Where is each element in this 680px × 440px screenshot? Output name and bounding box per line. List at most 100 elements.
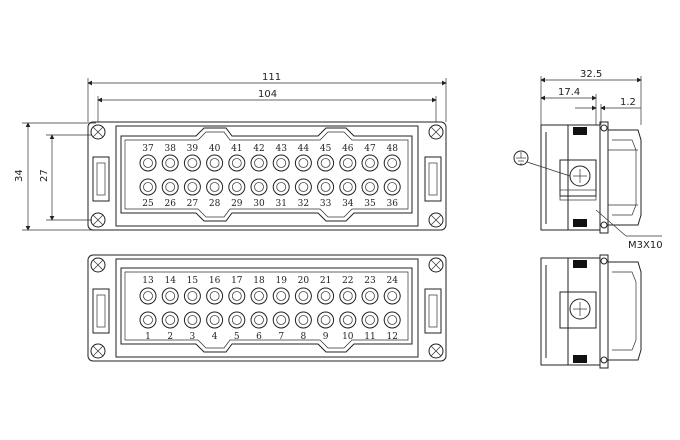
- contact-pin: [206, 178, 224, 196]
- pin-number-label: 15: [187, 276, 199, 286]
- inner-width-label: 104: [258, 89, 277, 100]
- contact-pin: [383, 178, 401, 196]
- pin-number-label: 46: [342, 144, 354, 154]
- dimension-side-depth: 32.5: [540, 69, 642, 125]
- contact-pin: [250, 287, 268, 305]
- screw-spec-label: M3X10: [628, 240, 663, 251]
- contact-pin: [294, 311, 312, 329]
- pin-number-label: 22: [342, 276, 353, 286]
- pin-number-label: 12: [386, 332, 397, 342]
- pin-number-label: 1: [145, 332, 151, 342]
- contact-pin: [294, 178, 312, 196]
- pin-number-label: 34: [342, 199, 354, 209]
- overall-height-label: 34: [14, 169, 25, 182]
- pin-number-label: 17: [231, 276, 243, 286]
- pin-number-label: 37: [142, 144, 154, 154]
- contact-pin: [206, 287, 224, 305]
- pin-number-label: 48: [386, 144, 398, 154]
- overall-width-label: 111: [262, 72, 281, 83]
- pin-number-label: 47: [364, 144, 376, 154]
- contact-pin: [228, 311, 246, 329]
- contact-pin: [139, 154, 157, 172]
- pin-number-label: 18: [253, 276, 265, 286]
- side-gap-label: 1.2: [620, 97, 636, 108]
- terminal-screw-icon: [569, 165, 591, 187]
- pin-number-label: 4: [212, 332, 218, 342]
- pin-number-label: 31: [275, 199, 286, 209]
- pin-number-label: 5: [234, 332, 240, 342]
- pin-number-label: 36: [386, 199, 398, 209]
- pin-number-label: 21: [320, 276, 331, 286]
- contact-pin: [161, 178, 179, 196]
- contact-pin: [317, 154, 335, 172]
- side-partial-label: 17.4: [558, 87, 580, 98]
- pin-number-label: 14: [164, 276, 176, 286]
- pin-number-label: 20: [298, 276, 310, 286]
- contact-pin: [294, 287, 312, 305]
- pin-number-label: 28: [209, 199, 221, 209]
- contact-pin: [272, 154, 290, 172]
- pin-number-label: 29: [231, 199, 243, 209]
- pin-number-label: 25: [142, 199, 154, 209]
- terminal-screw-icon: [569, 298, 591, 320]
- pin-number-label: 27: [187, 199, 199, 209]
- corner-screw-icon: [90, 257, 106, 273]
- contact-pin: [361, 178, 379, 196]
- dimension-overall-width: 111: [87, 72, 447, 122]
- pin-number-label: 19: [275, 276, 287, 286]
- corner-screw-icon: [428, 124, 444, 140]
- contact-pin: [183, 287, 201, 305]
- pin-number-label: 38: [164, 144, 176, 154]
- contact-pin: [250, 178, 268, 196]
- pin-number-label: 23: [364, 276, 376, 286]
- pin-number-label: 40: [209, 144, 221, 154]
- contact-pin: [339, 178, 357, 196]
- pin-number-label: 8: [301, 332, 307, 342]
- contact-pin: [383, 287, 401, 305]
- contact-pin: [228, 287, 246, 305]
- contact-pin: [272, 178, 290, 196]
- contact-pin: [272, 287, 290, 305]
- contact-pin: [161, 287, 179, 305]
- pin-number-label: 6: [256, 332, 262, 342]
- side-view-lower: [540, 254, 642, 369]
- pin-number-label: 13: [142, 276, 154, 286]
- dimension-side-gap: 1.2: [575, 97, 641, 125]
- pin-number-label: 35: [364, 199, 376, 209]
- corner-screw-icon: [428, 257, 444, 273]
- pin-number-label: 42: [253, 144, 264, 154]
- inner-height-label: 27: [39, 169, 50, 182]
- contact-pin: [228, 154, 246, 172]
- contact-pin: [339, 287, 357, 305]
- corner-screw-icon: [90, 212, 106, 228]
- pin-number-label: 3: [190, 332, 196, 342]
- pin-number-label: 30: [253, 199, 265, 209]
- contact-pin: [183, 178, 201, 196]
- pin-number-label: 2: [167, 332, 173, 342]
- contact-pin: [317, 311, 335, 329]
- contact-pin: [383, 154, 401, 172]
- contact-pin: [183, 154, 201, 172]
- pin-number-label: 11: [364, 332, 375, 342]
- dimension-inner-width: 104: [97, 89, 437, 122]
- pin-number-label: 44: [298, 144, 310, 154]
- contact-pin: [228, 178, 246, 196]
- pin-number-label: 43: [275, 144, 287, 154]
- contact-pin: [317, 178, 335, 196]
- pin-number-label: 9: [323, 332, 329, 342]
- screw-callout: M3X10: [595, 209, 663, 251]
- dimension-inner-height: 27: [39, 134, 92, 221]
- ground-symbol-icon: [513, 150, 571, 177]
- contact-pin: [183, 311, 201, 329]
- contact-pin: [139, 178, 157, 196]
- contact-pin: [272, 311, 290, 329]
- dimension-side-partial: 17.4: [540, 87, 597, 125]
- pin-number-label: 16: [209, 276, 221, 286]
- pin-number-label: 41: [231, 144, 242, 154]
- side-depth-label: 32.5: [580, 69, 602, 80]
- contact-pin: [139, 311, 157, 329]
